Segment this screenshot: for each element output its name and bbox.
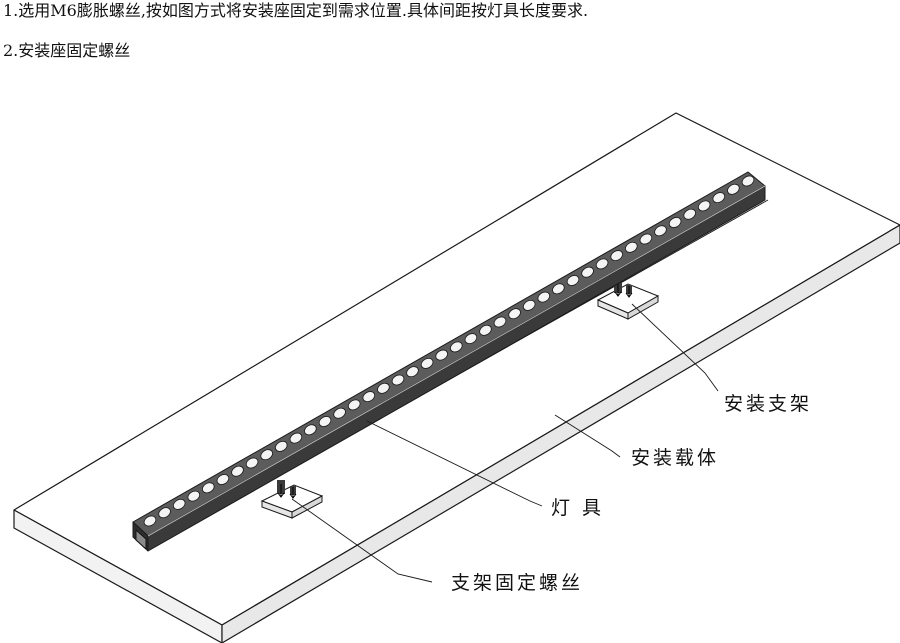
fixture-lens-row	[143, 175, 755, 527]
led-lens	[391, 374, 405, 386]
mounting-bracket-far	[596, 279, 660, 320]
led-lens	[318, 416, 332, 427]
instruction-step-2: 2.安装座固定螺丝	[3, 41, 131, 60]
led-lens	[522, 299, 536, 311]
callout-mounting-bracket: 安装支架	[724, 393, 812, 415]
led-lens	[493, 316, 507, 328]
callout-mounting-carrier: 安装载体	[631, 447, 719, 469]
led-lens	[216, 474, 230, 485]
leader-bracket-screw	[291, 498, 433, 583]
led-lens	[275, 440, 288, 452]
led-lens	[508, 308, 521, 320]
led-lens	[581, 266, 594, 278]
led-lens	[347, 399, 361, 411]
led-lens	[668, 217, 682, 228]
leader-fixture	[366, 420, 543, 507]
led-lens	[450, 341, 463, 353]
callout-leaders	[291, 303, 719, 583]
led-lens	[202, 482, 215, 494]
led-lens	[406, 366, 419, 378]
led-lens	[566, 275, 580, 286]
mounting-bracket-near	[260, 480, 324, 519]
led-lens	[537, 291, 551, 303]
led-lens	[143, 515, 157, 527]
led-lens	[683, 208, 696, 220]
led-lens	[420, 357, 434, 369]
led-lens	[187, 490, 201, 502]
led-lens	[595, 258, 609, 270]
callout-fixture: 灯具	[551, 497, 613, 519]
instruction-step-1: 1.选用M6膨胀螺丝,按如图方式将安装座固定到需求位置.具体间距按灯具长度要求.	[3, 1, 589, 20]
led-lens	[712, 192, 726, 204]
leader-bracket	[631, 303, 719, 392]
led-lens	[654, 225, 667, 237]
led-lens	[435, 349, 448, 361]
led-lens	[289, 432, 303, 444]
led-lens	[625, 241, 638, 253]
led-lens	[552, 283, 565, 295]
led-lens	[333, 407, 346, 419]
board-front-face	[13, 509, 223, 643]
led-lens	[377, 382, 390, 394]
led-lens	[727, 183, 740, 195]
led-lens	[172, 498, 186, 510]
led-lens	[231, 465, 244, 477]
led-lens	[741, 175, 755, 187]
led-lens	[697, 200, 711, 212]
callout-bracket-screw: 支架固定螺丝	[451, 572, 583, 594]
led-lens	[464, 333, 478, 345]
led-lens	[304, 424, 317, 436]
mounting-carrier-board	[13, 112, 900, 643]
leader-carrier	[554, 414, 621, 458]
led-lens	[260, 449, 273, 461]
led-lens	[158, 507, 171, 519]
led-lens	[610, 250, 623, 262]
fixture-end-detail	[135, 529, 147, 550]
led-lens	[245, 457, 259, 469]
led-lens	[479, 324, 492, 336]
led-lens	[362, 391, 376, 403]
board-side-face	[221, 224, 900, 643]
led-lens	[639, 233, 653, 245]
